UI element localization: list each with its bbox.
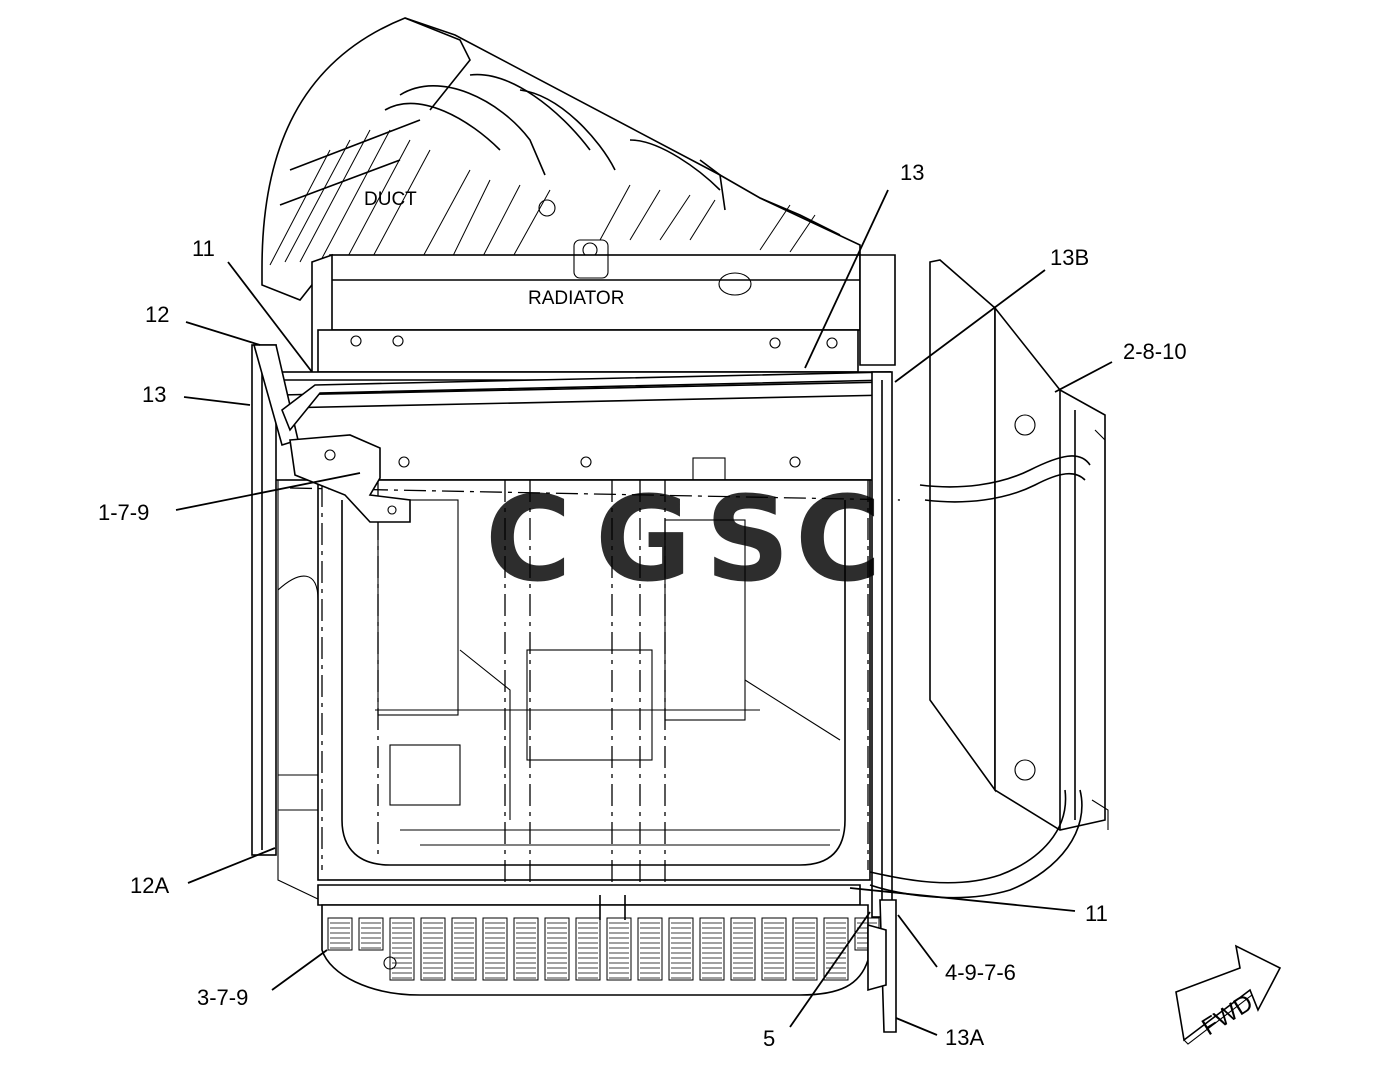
callout-11-right: 11 [1085, 901, 1108, 926]
left-seal [251, 344, 891, 856]
callout-13b: 13B [1050, 245, 1089, 270]
callout-12a: 12A [130, 873, 169, 898]
callout-13-left: 13 [142, 382, 166, 407]
callout-1-7-9: 1-7-9 [98, 500, 149, 525]
watermark-letter-1: C [485, 470, 572, 608]
callout-11-left: 11 [192, 236, 215, 261]
grille-slot [575, 917, 601, 981]
grille-slot [358, 917, 384, 951]
grille-slot [637, 917, 663, 981]
callouts: 13 13B 11 12 13 2-8-10 1-7-9 12A 11 4-9-… [98, 160, 1187, 1051]
forward-arrow-icon: FWD [1175, 944, 1282, 1045]
grille-slot [792, 917, 818, 981]
callout-13-top: 13 [900, 160, 924, 185]
callout-13a: 13A [945, 1025, 984, 1050]
duct-hatching [269, 129, 816, 266]
grille-slot [668, 917, 694, 981]
grille-slot [606, 917, 632, 981]
grille-slot [389, 917, 415, 981]
bracket-left [289, 434, 411, 523]
callout-5: 5 [763, 1026, 775, 1051]
duct-assembly: DUCT [261, 17, 861, 301]
callout-2-8-10: 2-8-10 [1123, 339, 1187, 364]
leader-lines [175, 189, 1113, 1036]
grille-slot [761, 917, 787, 981]
watermark-letter-2: G [595, 470, 692, 608]
radiator-assembly: RADIATOR [311, 239, 896, 379]
grille-slot [730, 917, 756, 981]
grille-slot [544, 917, 570, 981]
radiator-label: RADIATOR [528, 288, 624, 309]
watermark-letter-3: S [705, 470, 790, 608]
grille-slot [420, 917, 446, 981]
watermark: C G S C [485, 470, 882, 608]
grille-slot [699, 917, 725, 981]
grille-slot [482, 917, 508, 981]
bottom-grille [317, 884, 887, 996]
grille-slot [513, 917, 539, 981]
callout-4-9-7-6: 4-9-7-6 [945, 960, 1016, 985]
callout-12: 12 [145, 302, 169, 327]
grille-slots [327, 917, 880, 981]
callout-3-7-9: 3-7-9 [197, 985, 248, 1010]
watermark-letter-4: C [795, 470, 882, 608]
duct-label: DUCT [364, 189, 417, 210]
grille-slot [451, 917, 477, 981]
right-side-panel [869, 259, 1109, 899]
grille-slot [327, 917, 353, 951]
grille-slot [823, 917, 849, 981]
